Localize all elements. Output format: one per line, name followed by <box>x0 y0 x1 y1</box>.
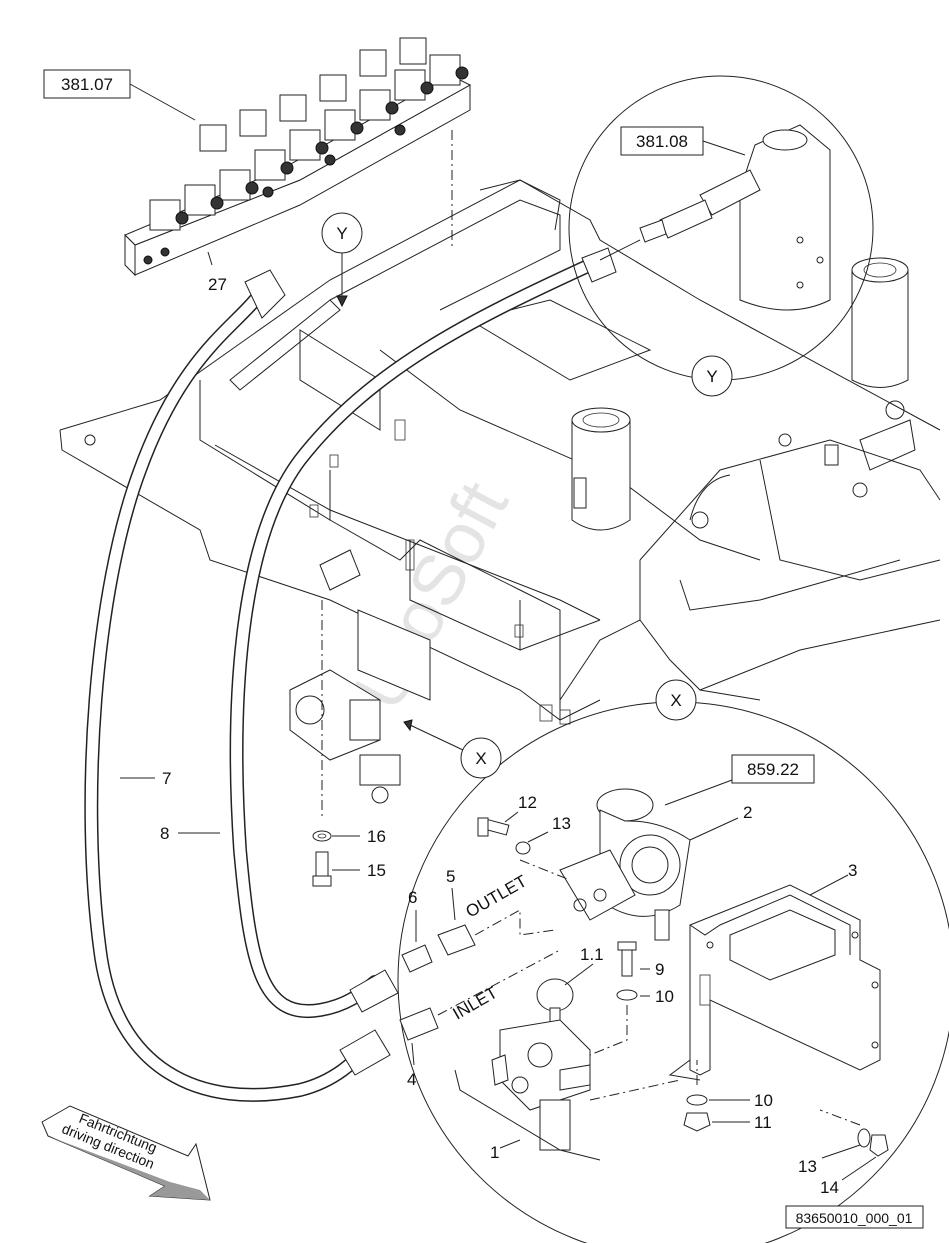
callout-4: 4 <box>407 1070 416 1089</box>
watermark: UroSoft <box>338 469 523 722</box>
hydraulic-hose-7 <box>84 269 391 1102</box>
view-marker-y-detail: Y <box>691 355 733 397</box>
drawing-number: 83650010_000_01 <box>796 1210 913 1226</box>
callout-11: 11 <box>754 1113 772 1132</box>
bolt-12-washer-13 <box>477 817 531 855</box>
view-marker-x-detail: X <box>655 679 697 721</box>
fittings <box>399 924 476 1041</box>
view-marker-x-main-text: X <box>475 749 486 768</box>
ref-box-381-08-text: 381.08 <box>636 132 688 151</box>
ref-box-859-22-text: 859.22 <box>747 760 799 779</box>
solenoid-valve-row <box>143 37 469 265</box>
callout-27: 27 <box>208 275 227 294</box>
callout-13-lower: 13 <box>798 1157 817 1176</box>
callout-10-lower: 10 <box>754 1091 773 1110</box>
callout-1-1: 1.1 <box>580 945 604 964</box>
mounting-bracket-3 <box>668 884 881 1081</box>
washer-10-nut-11 <box>683 1094 711 1132</box>
view-marker-y-detail-text: Y <box>706 367 717 386</box>
view-marker-y-main-text: Y <box>336 224 347 243</box>
washer-13-nut-14 <box>857 1128 889 1157</box>
callout-8: 8 <box>160 824 169 843</box>
callout-3: 3 <box>848 861 857 880</box>
view-marker-x-main: X <box>403 719 502 779</box>
ref-box-381-07: 381.07 <box>43 69 196 121</box>
view-marker-x-detail-text: X <box>670 691 681 710</box>
port-label-inlet-group: INLET <box>450 983 501 1024</box>
callout-16: 16 <box>367 827 386 846</box>
ref-box-381-08: 381.08 <box>620 126 746 156</box>
callouts: 27 7 8 16 15 12 13 2 3 6 5 1.1 9 10 4 1 <box>120 275 877 1197</box>
ref-box-859-22: 859.22 <box>664 754 815 806</box>
port-label-inlet: INLET <box>450 983 501 1024</box>
machine-frame <box>59 179 941 725</box>
detail-view-x <box>397 701 949 1243</box>
driving-direction-arrow: Fahrtrichtung driving direction <box>41 1105 211 1201</box>
callout-13-upper: 13 <box>552 814 571 833</box>
drawing-number-box: 83650010_000_01 <box>785 1205 924 1229</box>
callout-5: 5 <box>446 867 455 886</box>
valve-bracket-main <box>289 549 431 820</box>
relief-valve-2 <box>559 788 691 941</box>
ref-box-381-07-text: 381.07 <box>61 75 113 94</box>
detail-view-y <box>568 75 874 381</box>
callout-9: 9 <box>655 960 664 979</box>
callout-15: 15 <box>367 861 386 880</box>
callout-12: 12 <box>518 793 537 812</box>
callout-7: 7 <box>162 769 171 788</box>
callout-2: 2 <box>743 803 752 822</box>
watermark-text: UroSoft <box>338 469 523 722</box>
valve-block-1 <box>491 978 591 1151</box>
callout-10-upper: 10 <box>655 987 674 1006</box>
callout-1: 1 <box>490 1143 499 1162</box>
view-marker-y-main: Y <box>321 212 363 308</box>
callout-6: 6 <box>408 888 417 907</box>
valve-bank-assembly <box>124 37 472 277</box>
bolt-9-washer-10 <box>616 941 638 1001</box>
washer-and-bolt-main <box>312 830 332 887</box>
callout-14: 14 <box>820 1178 839 1197</box>
